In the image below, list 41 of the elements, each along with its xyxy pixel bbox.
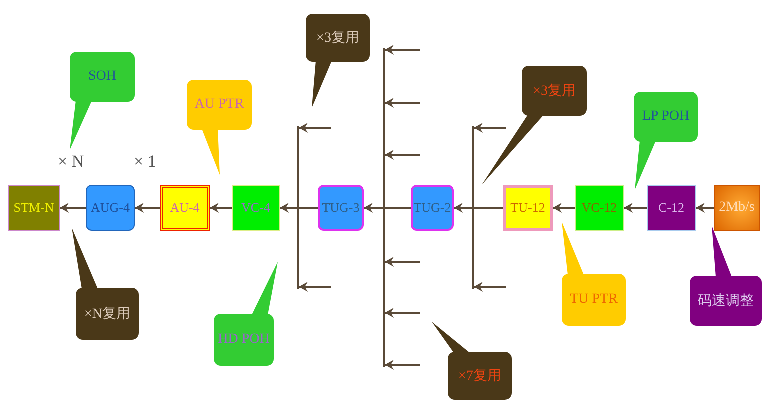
arrow [454, 203, 503, 213]
arrow [299, 123, 331, 133]
arrow [624, 203, 647, 213]
process-box: TUG-2 [411, 185, 454, 231]
arrow [385, 257, 420, 267]
arrow [385, 45, 420, 55]
arrow [210, 203, 232, 213]
process-box: 2Mb/s [714, 185, 760, 231]
process-box: TU-12 [503, 185, 553, 231]
arrow [385, 360, 420, 370]
process-box: AU-4 [160, 185, 210, 231]
arrow [364, 203, 411, 213]
arrow [474, 123, 506, 133]
arrow [299, 282, 331, 292]
speech-bubble: ×3复用 [306, 14, 370, 62]
process-box: TUG-3 [318, 185, 364, 231]
process-box: STM-N [8, 185, 60, 231]
process-box: VC-12 [575, 185, 624, 231]
speech-bubble: TU PTR [562, 274, 626, 326]
process-box: C-12 [647, 185, 696, 231]
speech-bubble: AU PTR [187, 80, 252, 130]
process-box: VC-4 [232, 185, 280, 231]
arrow [385, 150, 420, 160]
arrow [553, 203, 575, 213]
arrow [60, 203, 86, 213]
speech-bubble: 码速调整 [690, 276, 762, 326]
arrow [280, 203, 318, 213]
speech-bubble: ×7复用 [448, 352, 512, 400]
arrow [696, 203, 714, 213]
arrow [385, 308, 420, 318]
speech-bubble: SOH [70, 52, 135, 102]
arrow [385, 98, 420, 108]
process-box: AUG-4 [86, 185, 135, 231]
speech-bubble: ×3复用 [522, 66, 587, 116]
speech-bubble: LP POH [634, 92, 698, 142]
speech-bubble: ×N复用 [76, 288, 139, 340]
multiplex-factor: × 1 [134, 152, 156, 172]
speech-bubble: HD POH [214, 314, 274, 366]
arrow [474, 282, 506, 292]
arrow [135, 203, 160, 213]
multiplex-factor: × N [58, 152, 84, 172]
